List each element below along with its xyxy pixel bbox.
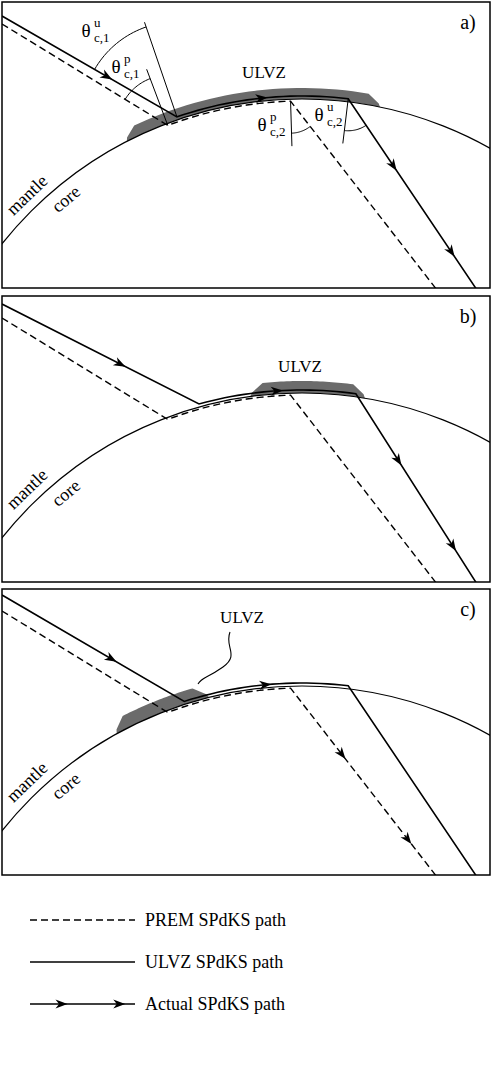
ulvz-region <box>127 88 380 141</box>
angle-arc <box>125 79 150 100</box>
legend-samples <box>30 920 135 1009</box>
layer-label: mantle <box>3 759 51 806</box>
legend-sample <box>30 919 135 920</box>
arrowhead <box>259 681 271 690</box>
angle-superscript: p <box>124 52 131 65</box>
angle-arc <box>292 126 311 133</box>
legend-sample <box>30 961 135 963</box>
panel-frame <box>2 589 490 875</box>
angle-subscript: c,1 <box>94 31 110 44</box>
layer-label: mantle <box>3 172 51 219</box>
panel-art <box>2 16 490 288</box>
arrowhead <box>100 70 113 80</box>
arrowhead <box>391 453 401 466</box>
layer-label: mantle <box>3 466 51 513</box>
panel-letter: c) <box>460 599 476 619</box>
core-mantle-boundary <box>2 393 490 582</box>
angle-arc <box>344 125 366 130</box>
normal-line <box>145 22 177 117</box>
prem-path <box>2 611 437 875</box>
panel-frame <box>2 296 490 582</box>
arrowhead <box>444 244 454 256</box>
arrowhead <box>113 1000 125 1009</box>
angle-superscript: u <box>94 16 101 29</box>
panel-art <box>2 304 490 582</box>
arrowhead <box>255 94 267 103</box>
angle-superscript: u <box>327 100 334 113</box>
angle-subscript: c,1 <box>124 67 140 80</box>
arrowhead <box>113 357 126 366</box>
arrowhead <box>386 158 396 170</box>
normal-line <box>147 69 168 125</box>
region-label: ULVZ <box>278 358 322 375</box>
arrowhead <box>400 832 411 844</box>
region-label: ULVZ <box>220 609 264 626</box>
ulvz-path <box>2 304 477 582</box>
legend-text: ULVZ SPdKS path <box>145 953 283 971</box>
prem-path <box>2 318 437 582</box>
ulvz-path <box>2 16 477 288</box>
arrowhead <box>271 387 283 396</box>
angle-symbol: θ <box>111 57 120 76</box>
normal-line <box>291 101 292 146</box>
legend-text: Actual SPdKS path <box>145 995 285 1013</box>
layer-label: core <box>48 476 83 510</box>
core-mantle-boundary <box>2 686 490 875</box>
angle-superscript: p <box>270 110 277 123</box>
arrowhead <box>104 652 117 662</box>
angle-subscript: c,2 <box>270 125 286 138</box>
prem-path <box>2 24 437 288</box>
ulvz-path <box>2 595 477 875</box>
layer-label: core <box>48 769 83 803</box>
arrowhead <box>56 1000 68 1009</box>
angle-symbol: θ <box>257 115 266 134</box>
normal-line <box>343 99 348 144</box>
layer-label: core <box>48 182 83 216</box>
panel-letter: a) <box>460 12 476 32</box>
angle-subscript: c,2 <box>327 115 343 128</box>
angle-symbol: θ <box>314 105 323 124</box>
panel-frame <box>2 2 490 288</box>
leader-line <box>198 632 231 684</box>
angle-symbol: θ <box>81 21 90 40</box>
panel-art <box>2 595 490 875</box>
core-mantle-boundary <box>2 99 490 288</box>
legend-text: PREM SPdKS path <box>145 911 286 929</box>
arrowhead <box>446 538 456 551</box>
panel-letter: b) <box>460 306 477 326</box>
arrowhead <box>335 747 346 759</box>
region-label: ULVZ <box>242 64 286 81</box>
